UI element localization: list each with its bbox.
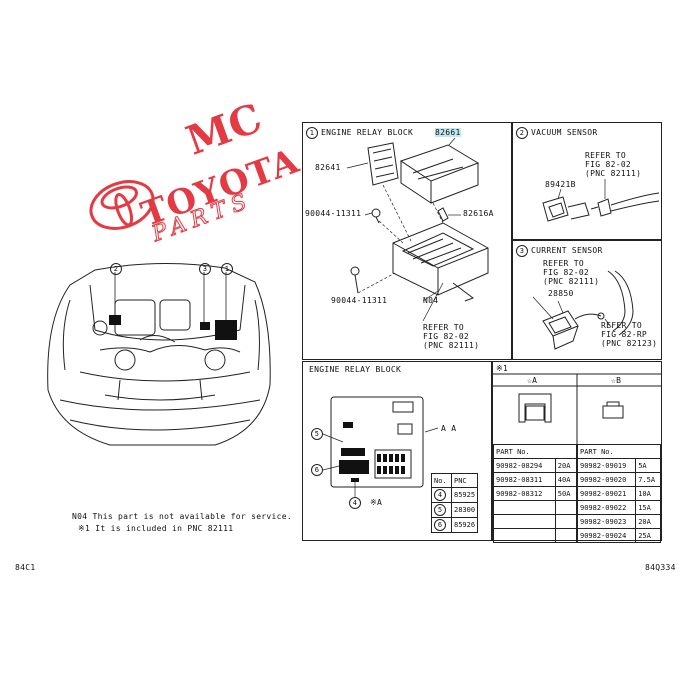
refer-text-3: (PNC 82111): [423, 341, 480, 350]
table-row[interactable]: 90982-09021: [576, 486, 637, 501]
panel3-refer5: FIG 82-RP: [601, 330, 648, 339]
callout-1: 1: [221, 263, 233, 275]
callout-4: 4: [349, 497, 361, 509]
part-90044-label[interactable]: 90044-11311: [305, 209, 362, 218]
panel2-refer1: REFER TO: [585, 151, 626, 160]
callout-2: 2: [110, 263, 122, 275]
view-label-aa: A A: [441, 424, 457, 433]
table-row: [493, 514, 556, 529]
part-82641-label[interactable]: 82641: [315, 163, 341, 172]
pnc-row[interactable]: 85926: [450, 517, 479, 533]
table-row[interactable]: 90982-09020: [576, 472, 637, 487]
panel4-title: ENGINE RELAY BLOCK: [309, 365, 402, 374]
table-row: [493, 528, 556, 543]
pnc-header-no: No.: [431, 473, 452, 488]
current-sensor-drawing: [532, 270, 634, 350]
panel5-label: ※1: [496, 364, 509, 373]
part-no-header: PART No.: [577, 444, 661, 459]
table-row[interactable]: 90982-09023: [576, 514, 637, 529]
col-b-header: ☆B: [611, 376, 622, 385]
relay-block-layout-drawing: [322, 396, 439, 497]
panel2-refer3: (PNC 82111): [585, 169, 642, 178]
table-row[interactable]: 90982-08294: [493, 458, 556, 473]
part-no-header: PART No.: [493, 444, 577, 459]
table-row[interactable]: 90982-09019: [576, 458, 637, 473]
note-n04: N04 This part is not available for servi…: [72, 512, 293, 521]
panel3-refer2: FIG 82-02: [543, 268, 590, 277]
part-n04-label: N04: [423, 296, 439, 305]
table-row[interactable]: 90982-08312: [493, 486, 556, 501]
part-82616a-label[interactable]: 82616A: [463, 209, 494, 218]
callout-5: 5: [311, 428, 323, 440]
panel2-refer2: FIG 82-02: [585, 160, 632, 169]
note-x1: ※1 It is included in PNC 82111: [78, 524, 234, 533]
callout-3: 3: [199, 263, 211, 275]
panel3-refer6: (PNC 82123): [601, 339, 658, 348]
col-a-header: ☆A: [527, 376, 538, 385]
footer-right: 84Q334: [645, 563, 676, 572]
pnc-header-pnc: PNC: [450, 473, 479, 488]
pnc-row[interactable]: 28300: [450, 502, 479, 518]
refer-text-1: REFER TO: [423, 323, 464, 332]
panel3-refer3: (PNC 82111): [543, 277, 600, 286]
callout-6: 6: [311, 464, 323, 476]
vacuum-sensor-drawing: [542, 179, 660, 222]
table-row[interactable]: 90982-09022: [576, 500, 637, 515]
part-90044b-label[interactable]: 90044-11311: [331, 296, 388, 305]
panel3-refer1: REFER TO: [543, 259, 584, 268]
table-row: [493, 500, 556, 515]
table-row[interactable]: 90982-09024: [576, 528, 637, 543]
part-89421b-label[interactable]: 89421B: [545, 180, 576, 189]
part-28850-label[interactable]: 28850: [548, 289, 574, 298]
table-row[interactable]: 90982-08311: [493, 472, 556, 487]
panel3-refer4: REFER TO: [601, 321, 642, 330]
marker-xa: ※A: [370, 498, 383, 507]
refer-text-2: FIG 82-02: [423, 332, 470, 341]
footer-left: 84C1: [15, 563, 36, 572]
relay-block-exploded-drawing: [346, 137, 489, 322]
part-82661-label[interactable]: 82661: [435, 128, 461, 137]
pnc-row[interactable]: 85925: [450, 487, 479, 503]
